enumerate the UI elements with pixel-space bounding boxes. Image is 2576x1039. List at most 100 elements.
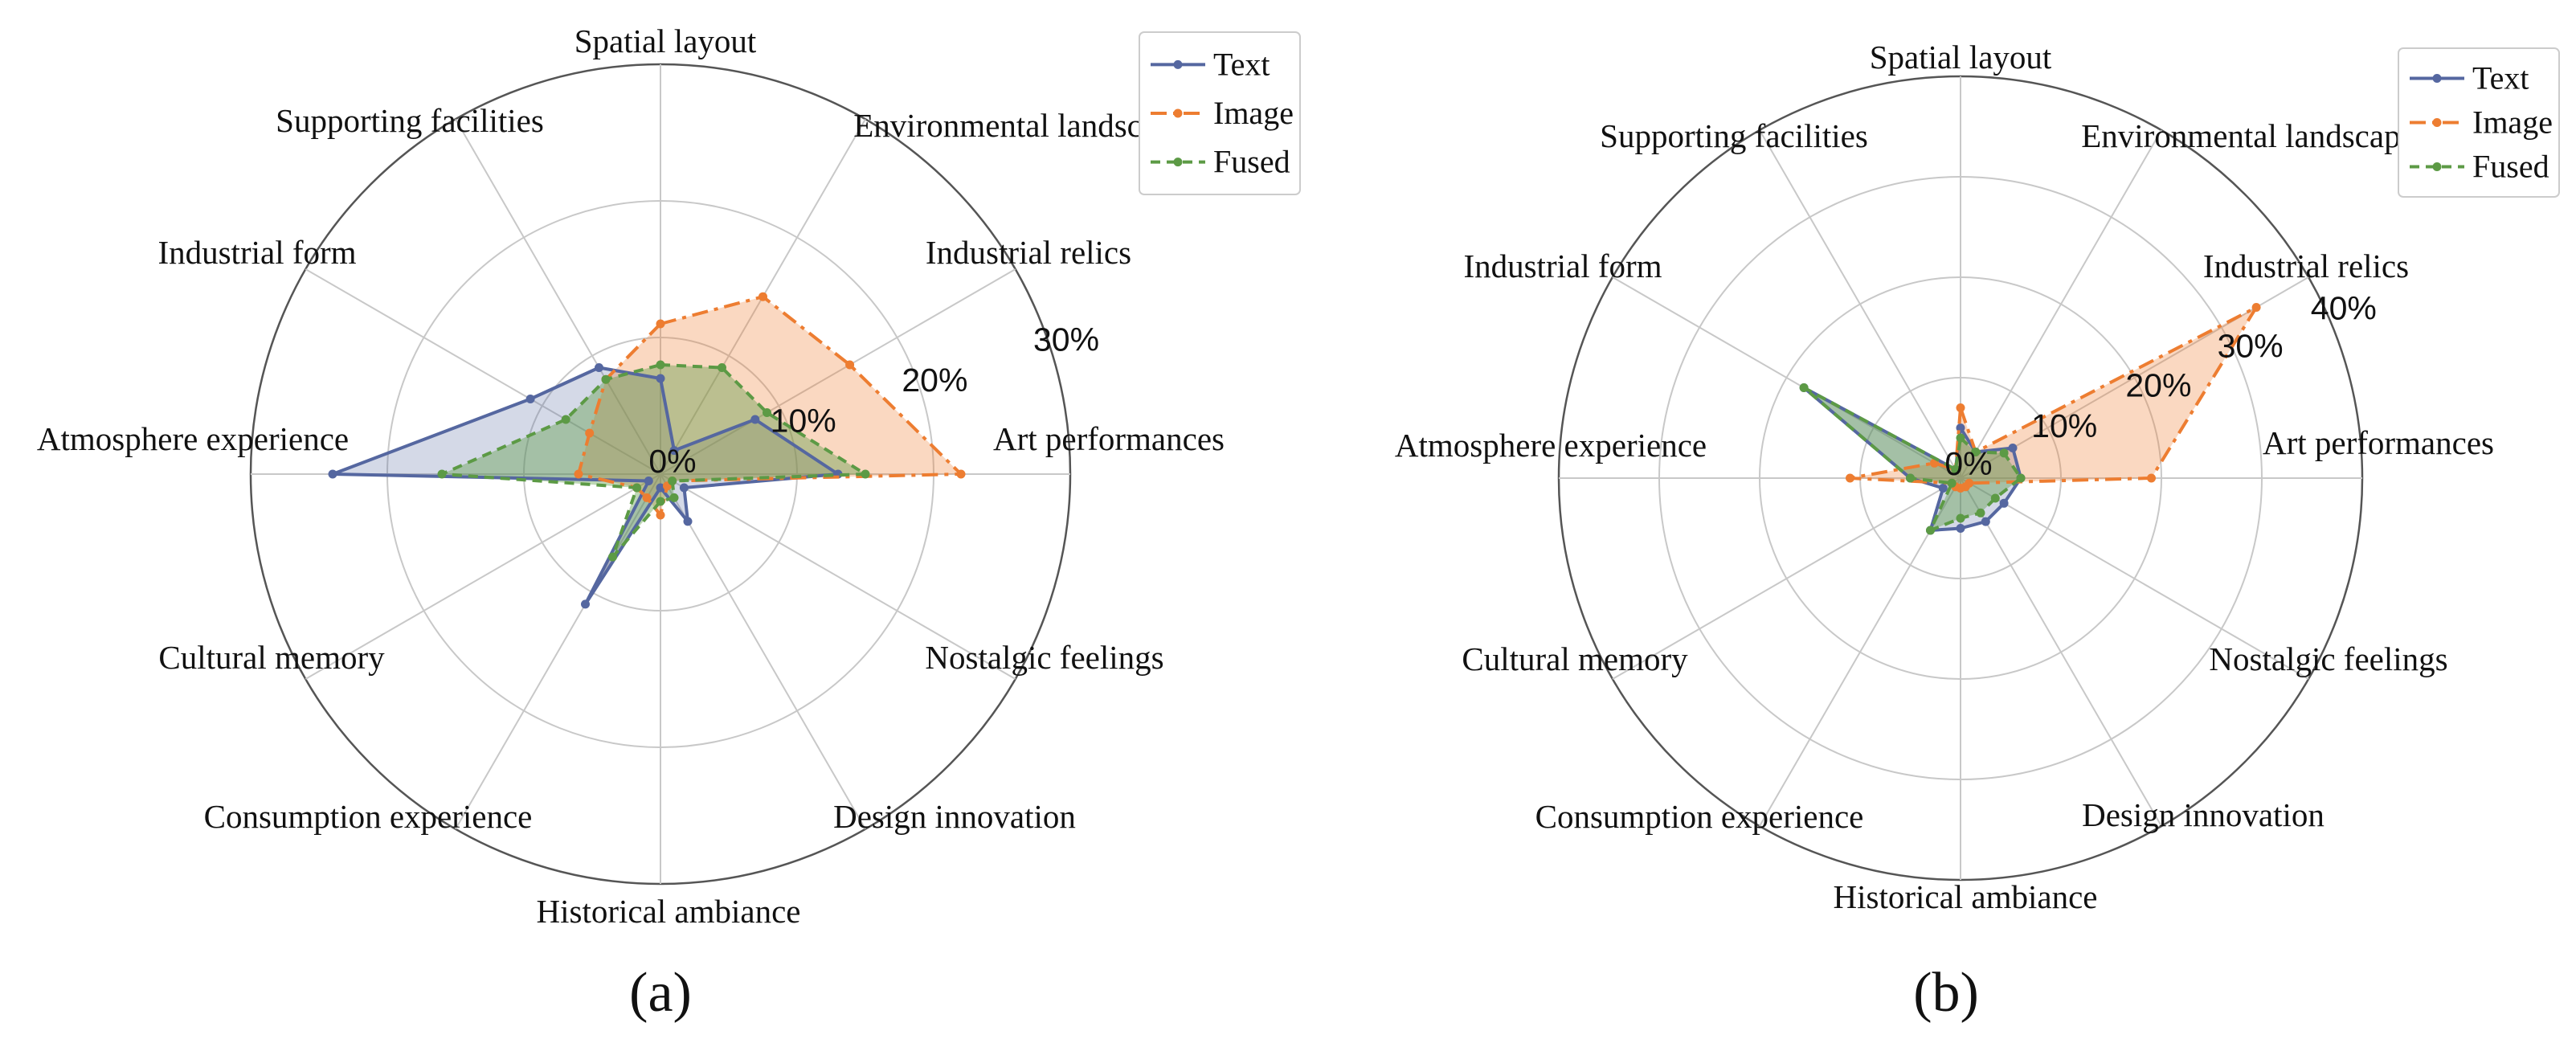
data-point-fused-environmental-landscape — [1971, 448, 1981, 456]
spoke-industrial-relics — [660, 268, 1016, 475]
legend-marker-fused — [2432, 162, 2442, 171]
data-point-text-historical-ambiance — [1956, 524, 1965, 533]
spoke-industrial-form — [1612, 276, 1961, 479]
spoke-nostalgic-feelings — [1960, 477, 2309, 680]
data-point-image-spatial-layout — [656, 319, 665, 329]
data-point-fused-industrial-relics — [763, 408, 771, 417]
spoke-supporting-facilities — [1759, 129, 1961, 479]
data-point-image-industrial-relics — [845, 360, 855, 370]
data-point-text-design-innovation — [1981, 517, 1990, 526]
tick-label-20: 20% — [2125, 366, 2191, 403]
data-point-text-cultural-memory — [644, 477, 653, 485]
data-point-fused-consumption-experience — [608, 552, 617, 562]
category-label-industrial-form: Industrial form — [1463, 247, 1662, 284]
data-point-text-industrial-form — [525, 395, 535, 403]
spoke-supporting-facilities — [455, 118, 661, 475]
category-label-nostalgic-feelings: Nostalgic feelings — [2209, 640, 2447, 677]
legend-box — [2398, 47, 2560, 198]
category-label-spatial-layout: Spatial layout — [1870, 39, 2052, 76]
data-point-fused-supporting-facilities — [1951, 464, 1961, 474]
legend-label-text: Text — [1213, 46, 1270, 82]
data-point-fused-industrial-form — [1799, 383, 1809, 392]
category-label-industrial-form: Industrial form — [157, 234, 356, 271]
data-point-image-art-performances — [2147, 473, 2156, 483]
tick-label-0: 0% — [648, 443, 696, 480]
category-label-cultural-memory: Cultural memory — [1462, 640, 1688, 677]
category-label-atmosphere-experience: Atmosphere experience — [1395, 427, 1707, 464]
category-label-industrial-relics: Industrial relics — [2203, 247, 2409, 284]
spoke-cultural-memory — [305, 473, 661, 680]
spoke-nostalgic-feelings — [660, 473, 1016, 680]
data-point-fused-historical-ambiance — [656, 497, 665, 506]
data-point-text-spatial-layout — [1956, 423, 1965, 432]
spoke-consumption-experience — [455, 473, 661, 830]
legend-marker-image — [1173, 108, 1183, 118]
spoke-industrial-form — [305, 268, 661, 475]
legend-label-fused: Fused — [1213, 144, 1290, 180]
legend-marker-text — [2432, 74, 2442, 83]
data-point-fused-cultural-memory — [632, 483, 642, 493]
data-point-text-cultural-memory — [1938, 484, 1948, 493]
category-label-art-performances: Art performances — [2263, 424, 2494, 461]
spoke-design-innovation — [1960, 477, 2162, 827]
data-point-fused-art-performances — [861, 469, 870, 479]
data-point-text-supporting-facilities — [595, 363, 603, 372]
data-point-text-consumption-experience — [581, 599, 590, 609]
data-point-fused-environmental-landscape — [718, 363, 726, 372]
tick-label-0: 0% — [1944, 445, 1992, 482]
series-fill-fused — [1804, 387, 2021, 530]
data-point-fused-atmosphere-experience — [1906, 473, 1915, 483]
data-point-fused-nostalgic-feelings — [668, 477, 677, 485]
tick-label-10: 10% — [771, 403, 836, 440]
data-point-fused-historical-ambiance — [1956, 513, 1965, 523]
series-fill-text — [1804, 387, 2021, 530]
tick-label-10: 10% — [2031, 407, 2097, 444]
data-point-fused-design-innovation — [1976, 508, 1985, 517]
spoke-consumption-experience — [1759, 477, 1961, 827]
category-label-art-performances: Art performances — [993, 420, 1225, 457]
series-fill-fused — [442, 365, 865, 558]
spoke-design-innovation — [660, 473, 866, 830]
data-point-image-industrial-form — [585, 428, 595, 438]
legend-marker-text — [1173, 59, 1183, 69]
series-fill-image — [1850, 307, 2257, 489]
category-label-cultural-memory: Cultural memory — [158, 639, 385, 676]
category-label-industrial-relics: Industrial relics — [926, 234, 1131, 271]
data-point-text-environmental-landscape — [669, 446, 679, 456]
data-point-fused-nostalgic-feelings — [1990, 493, 2000, 503]
legend-label-image: Image — [1213, 95, 1294, 131]
data-point-text-nostalgic-feelings — [1999, 498, 2009, 508]
data-point-image-spatial-layout — [1956, 403, 1965, 412]
legend-label-image: Image — [2472, 104, 2553, 141]
legend-label-text: Text — [2472, 60, 2529, 96]
panel-label: (b) — [1913, 962, 1979, 1024]
data-point-image-historical-ambiance — [656, 510, 665, 520]
data-point-text-spatial-layout — [656, 374, 665, 383]
tick-label-20: 20% — [902, 362, 967, 399]
data-point-fused-spatial-layout — [1956, 433, 1965, 443]
legend-marker-fused — [1173, 157, 1183, 167]
radar-chart-b: 0%10%20%30%40%Spatial layoutEnvironmenta… — [1395, 39, 2560, 1024]
data-point-fused-industrial-form — [561, 415, 570, 424]
data-point-text-historical-ambiance — [656, 483, 665, 493]
data-point-image-atmosphere-experience — [1846, 473, 1854, 483]
category-label-nostalgic-feelings: Nostalgic feelings — [925, 639, 1163, 676]
spoke-environmental-landscape — [1960, 129, 2162, 479]
category-label-environmental-landscape: Environmental landscape — [853, 107, 1188, 144]
data-point-image-environmental-landscape — [758, 292, 767, 301]
category-label-environmental-landscape: Environmental landscape — [2081, 117, 2415, 154]
category-label-historical-ambiance: Historical ambiance — [536, 893, 800, 930]
data-point-fused-supporting-facilities — [601, 374, 611, 384]
legend-box — [1139, 31, 1301, 195]
tick-label-40: 40% — [2311, 290, 2377, 327]
data-point-fused-art-performances — [2016, 473, 2026, 483]
data-point-text-nostalgic-feelings — [679, 483, 689, 493]
data-point-fused-atmosphere-experience — [437, 469, 447, 479]
data-point-image-art-performances — [956, 469, 966, 479]
data-point-image-consumption-experience — [642, 493, 652, 502]
tick-label-30: 30% — [1033, 321, 1099, 358]
category-label-spatial-layout: Spatial layout — [574, 22, 757, 59]
